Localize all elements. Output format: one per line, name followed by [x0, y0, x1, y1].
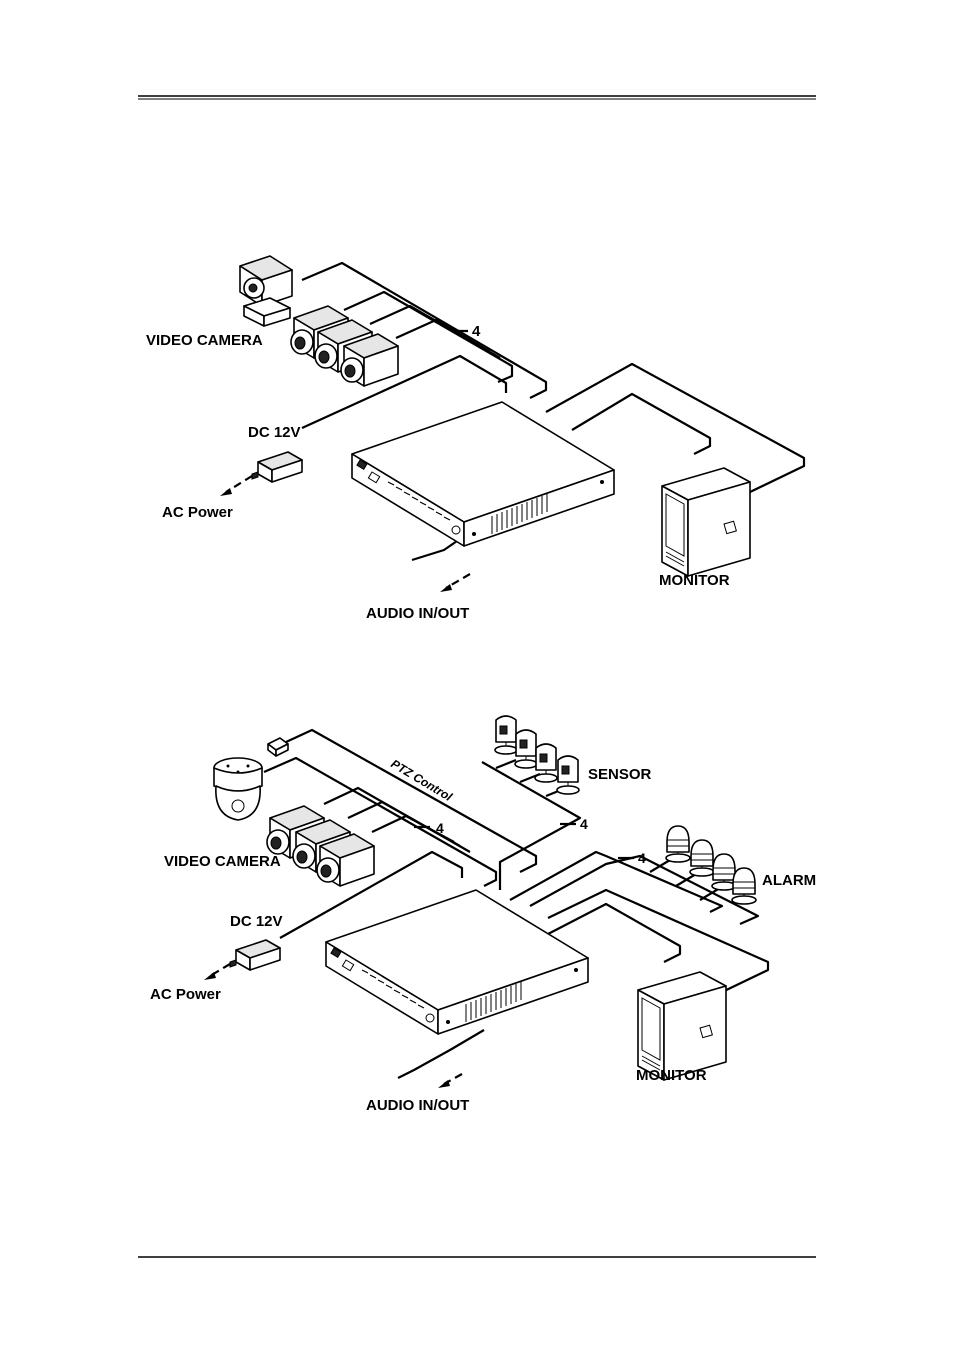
- alarm-siren-icon: [732, 868, 756, 904]
- sensor-bus-count: 4: [580, 816, 588, 832]
- camera-bus-count: 4: [436, 820, 444, 836]
- sensor-label: SENSOR: [588, 766, 652, 783]
- monitor-icon: [662, 468, 750, 576]
- ac-power-arrow: [204, 964, 230, 980]
- monitor-label: MONITOR: [659, 572, 730, 589]
- ptz-camera-icon: [240, 256, 292, 326]
- alarm-siren-icon: [666, 826, 690, 862]
- camera-bus-count: 4: [472, 323, 481, 340]
- ac-power-arrow: [220, 476, 252, 496]
- dvr-unit: [352, 402, 614, 546]
- alarm-siren-icon: [690, 840, 714, 876]
- power-adapter-icon: [230, 940, 280, 970]
- diagram-bottom: PTZ Control SENSOR VIDEO CAMERA 4 4 4 AL…: [150, 716, 816, 1114]
- sensor-icon: [535, 744, 557, 782]
- ac-power-label: AC Power: [150, 986, 221, 1003]
- audio-arrow: [438, 1074, 462, 1088]
- power-adapter-icon: [252, 452, 302, 482]
- dc-12v-label: DC 12V: [248, 424, 301, 441]
- sensor-icon: [557, 756, 579, 794]
- sensor-icon: [495, 716, 517, 754]
- ptz-connector-icon: [268, 738, 288, 756]
- alarm-bus-count: 4: [638, 850, 646, 866]
- dc-12v-label: DC 12V: [230, 913, 283, 930]
- audio-in-out-label: AUDIO IN/OUT: [366, 605, 469, 622]
- sensor-icon: [515, 730, 537, 768]
- monitor-label: MONITOR: [636, 1067, 707, 1084]
- monitor-icon: [638, 972, 726, 1080]
- video-camera-label: VIDEO CAMERA: [164, 853, 281, 870]
- ptz-control-label: PTZ Control: [388, 757, 455, 805]
- audio-in-out-label: AUDIO IN/OUT: [366, 1097, 469, 1114]
- diagram-top: VIDEO CAMERA 4 DC 12V AC Power MONITOR A…: [146, 256, 804, 622]
- audio-arrow: [440, 574, 470, 592]
- video-camera-label: VIDEO CAMERA: [146, 332, 263, 349]
- dvr-unit: [326, 890, 588, 1034]
- ac-power-label: AC Power: [162, 504, 233, 521]
- header-rule: [138, 96, 816, 99]
- dome-camera-icon: [214, 758, 262, 820]
- alarm-label: ALARM: [762, 872, 816, 889]
